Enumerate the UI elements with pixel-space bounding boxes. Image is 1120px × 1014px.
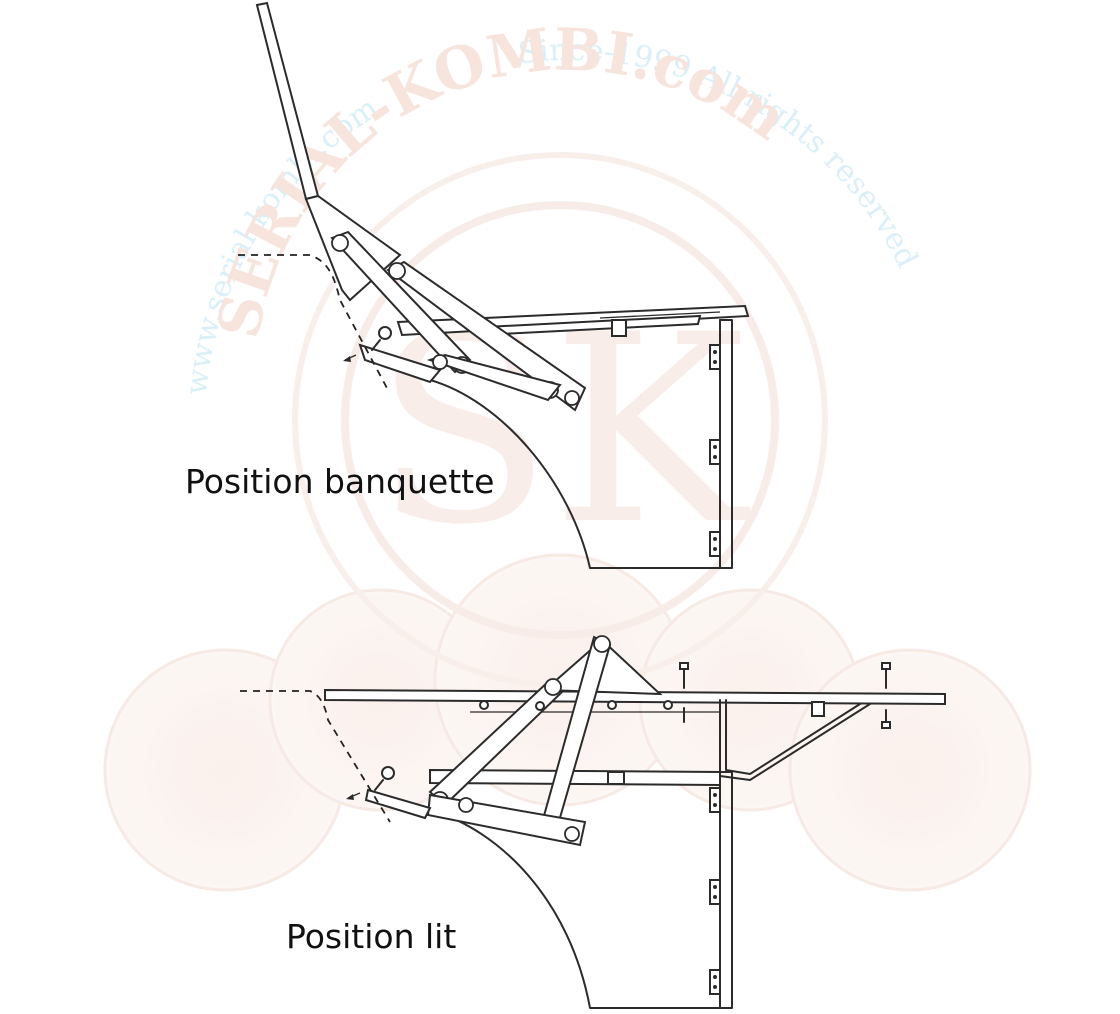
support-leg xyxy=(719,699,871,781)
caption-position-lit: Position lit xyxy=(286,917,457,956)
caption-position-banquette: Position banquette xyxy=(185,462,495,501)
dashed-guide-line xyxy=(240,690,391,823)
screw-group xyxy=(679,662,891,729)
frame-panel xyxy=(429,319,733,569)
frame-panel xyxy=(429,771,733,1009)
mechanism-lit-drawing xyxy=(240,635,946,1009)
mechanism-banquette-drawing xyxy=(238,1,750,569)
link-arm-1 xyxy=(330,230,472,374)
bed-board xyxy=(324,688,946,706)
